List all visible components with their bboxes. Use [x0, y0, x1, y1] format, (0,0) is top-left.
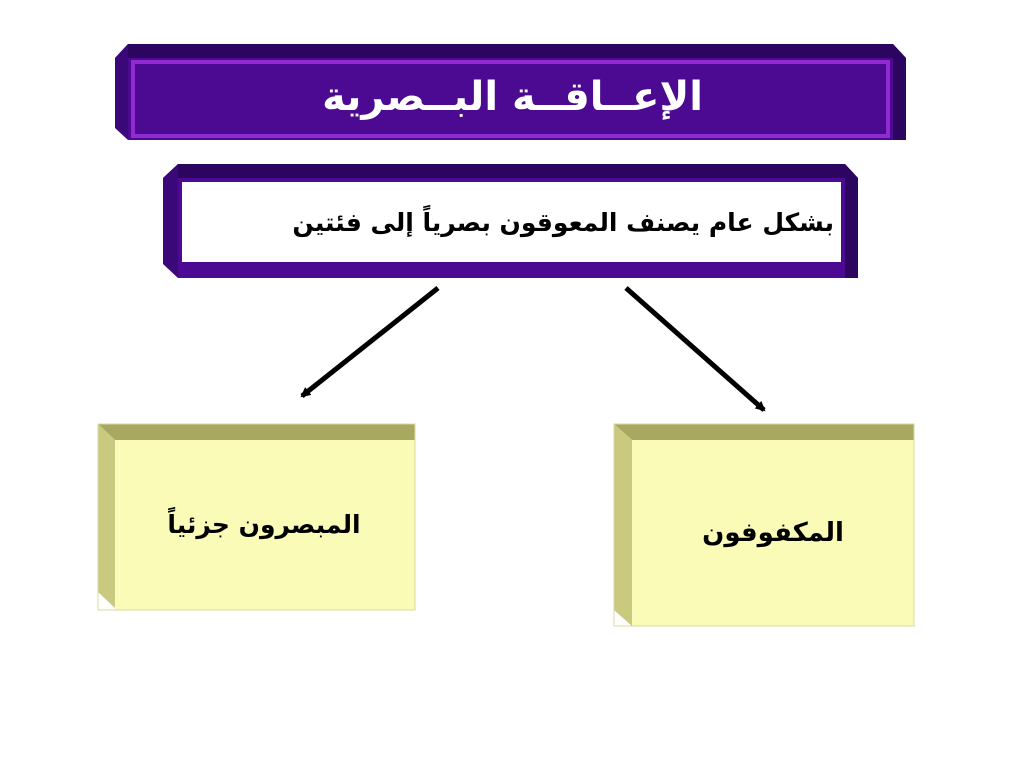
diagram-title: الإعــاقــة البــصرية [322, 74, 703, 120]
arrow-to-partially-sighted [300, 286, 440, 398]
arrow-to-blind [624, 286, 766, 412]
category-partially-sighted: المبصرون جزئياً [167, 509, 361, 539]
diagram-subtitle: بشكل عام يصنف المعوقون بصرياً إلى فئتين [292, 207, 834, 237]
category-blind: المكفوفون [702, 517, 844, 548]
